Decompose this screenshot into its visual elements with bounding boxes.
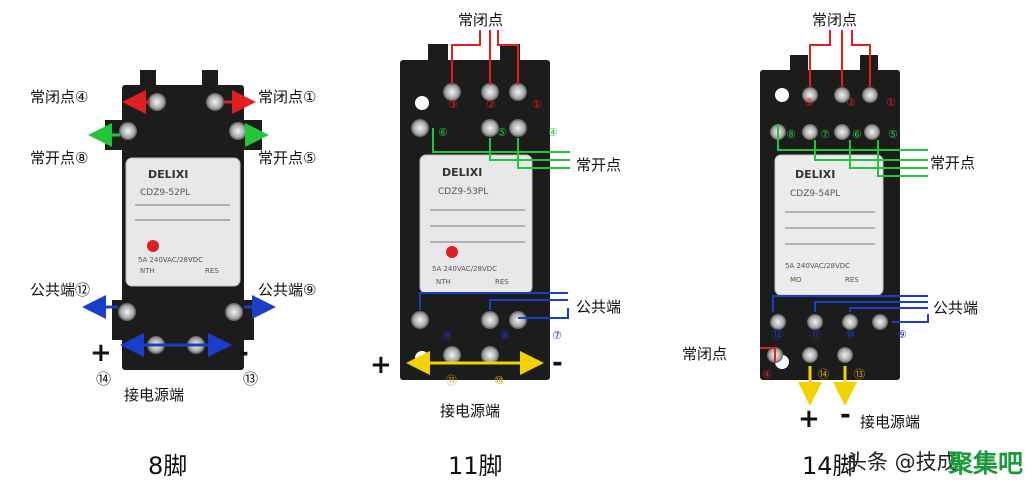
- relay11-com-label: 公共端: [576, 298, 622, 316]
- relay8-com-right-label: 公共端⑨: [258, 281, 317, 299]
- relay8-brand: DELIXI: [148, 168, 188, 181]
- relay8-res: RES: [205, 267, 219, 275]
- relay11-pin-no-4: ④: [548, 126, 558, 139]
- relay14-nc-label: 常闭点: [812, 11, 858, 29]
- relay14-pin-nc-1: ①: [886, 96, 896, 109]
- relay8-maker: NTH: [140, 267, 155, 275]
- relay11-caption: 11脚: [448, 452, 503, 480]
- relay14-pin-nc-2: ②: [846, 96, 856, 109]
- relay11-pin-no-5: ⑤: [497, 126, 507, 139]
- relay14-no-leads: [777, 124, 928, 177]
- relay8-plus-sign: +: [90, 338, 112, 368]
- relay8-com-left-label: 公共端⑫: [30, 281, 91, 299]
- relay14-brand: DELIXI: [795, 168, 835, 181]
- relay11-pin-com-7: ⑦: [552, 329, 562, 342]
- relay14-pin-com-11: ⑪: [810, 328, 821, 341]
- relay14-pin-pwr-13: ⑬: [854, 368, 865, 381]
- relay11-nc-leads: [451, 30, 519, 85]
- relay14-pin-no-5: ⑤: [888, 128, 898, 141]
- relay11-no-leads: [432, 128, 570, 169]
- relay14-pin-no-7: ⑦: [820, 128, 830, 141]
- relay8-caption: 8脚: [148, 452, 188, 480]
- relay14-pin-nc-3: ③: [804, 96, 814, 109]
- relay14-nc-leads: [760, 30, 871, 363]
- relay8-minus-sign: -: [238, 338, 249, 368]
- relay11-pin-numbers: ③ ② ① ⑥ ⑤ ④ ⑨ ⑧ ⑦ ⑪ ⑩: [438, 98, 562, 387]
- relay8-nc-right-label: 常闭点①: [258, 88, 317, 106]
- relay14-plus-sign: +: [798, 404, 820, 434]
- relay14-power-label: 接电源端: [860, 413, 921, 431]
- relay11-pin-pwr-10: ⑩: [494, 374, 504, 387]
- watermark-logo: 聚集吧: [948, 449, 1024, 478]
- relay14-model: CDZ9-54PL: [790, 189, 840, 199]
- relay11-com-leads: [419, 292, 569, 319]
- relay11-model: CDZ9-53PL: [438, 187, 488, 197]
- relay11-pin-nc-3: ③: [448, 98, 458, 111]
- relay8-no-left-label: 常开点⑧: [30, 149, 89, 167]
- relay11-terminals: [411, 83, 527, 364]
- relay11-pin-pwr-11: ⑪: [446, 374, 457, 387]
- relay14-caption: 14脚: [802, 452, 857, 480]
- relay14-pin-no-8: ⑧: [786, 128, 796, 141]
- relay14-maker: MO: [790, 276, 802, 284]
- relay11-power-label: 接电源端: [440, 402, 501, 420]
- relay14-pin-com-10: ⑩: [845, 328, 855, 341]
- relay11-nc-label: 常闭点: [458, 11, 504, 29]
- relay8-cover: [125, 157, 241, 287]
- relay14-rating: 5A 240VAC/28VDC: [785, 262, 850, 270]
- relay11-plus-sign: +: [370, 350, 392, 380]
- relay14-pin-no-6: ⑥: [852, 128, 862, 141]
- relay14-com-leads: [772, 295, 929, 323]
- relay8-nc-left-label: 常闭点④: [30, 88, 89, 106]
- relay11-rating: 5A 240VAC/28VDC: [432, 265, 497, 273]
- relay11-led: [446, 246, 458, 258]
- relay11-minus-sign: -: [552, 348, 563, 378]
- relay14-minus-sign: -: [840, 400, 851, 430]
- relay-11pin: DELIXI CDZ9-53PL 5A 240VAC/28VDC NTH RES: [400, 30, 570, 380]
- relay14-pin-com-12: ⑫: [772, 328, 783, 341]
- relay8-power-label: 接电源端: [124, 386, 185, 404]
- relay14-pin-pwr-14: ⑭: [818, 368, 829, 381]
- relay11-pin-no-6: ⑥: [438, 126, 448, 139]
- watermark-text: 头条 @技成: [846, 450, 958, 474]
- relay14-pin-com-9: ⑨: [897, 328, 907, 341]
- relay8-led: [147, 240, 159, 252]
- relay8-rating: 5A 240VAC/28VDC: [138, 256, 203, 264]
- relay14-nc-extra-label: 常闭点: [682, 345, 728, 363]
- relay11-pin-nc-1: ①: [532, 98, 542, 111]
- relay14-com-label: 公共端: [933, 299, 979, 317]
- relay11-pin-nc-2: ②: [486, 98, 496, 111]
- relay8-pin-13: ⑬: [243, 370, 259, 388]
- relay-14pin: DELIXI CDZ9-54PL 5A 240VAC/28VDC MO RES: [760, 30, 929, 406]
- relay11-res: RES: [495, 278, 509, 286]
- relay11-no-label: 常开点: [576, 156, 622, 174]
- relay11-pin-com-8: ⑧: [500, 329, 510, 342]
- relay8-no-right-label: 常开点⑤: [258, 149, 317, 167]
- relay14-pin-numbers: ③ ② ① ⑧ ⑦ ⑥ ⑤ ⑫ ⑪ ⑩ ⑨ ④ ⑭ ⑬: [762, 96, 907, 381]
- relay11-pin-com-9: ⑨: [442, 329, 452, 342]
- relay14-res: RES: [845, 276, 859, 284]
- relay8-model: CDZ9-52PL: [140, 188, 190, 198]
- relay11-brand: DELIXI: [442, 166, 482, 179]
- relay8-pin-14: ⑭: [96, 370, 112, 388]
- relay14-no-label: 常开点: [930, 154, 976, 172]
- relay14-pin-nc-4: ④: [762, 368, 772, 381]
- relay-8pin: DELIXI CDZ9-52PL 5A 240VAC/28VDC NTH RES: [82, 70, 276, 370]
- relay11-maker: NTH: [436, 278, 451, 286]
